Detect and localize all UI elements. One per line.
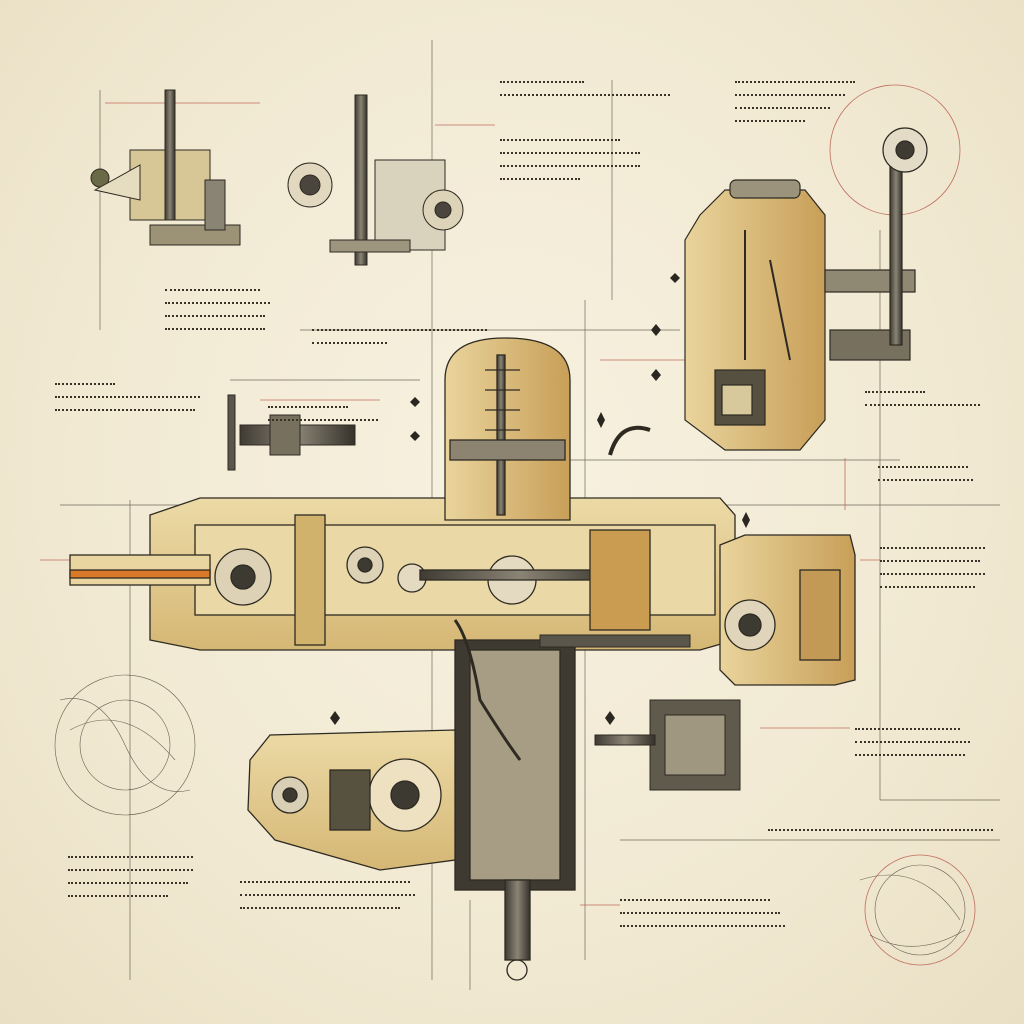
right-box-housing	[719, 534, 856, 686]
arc-sketch-right	[859, 864, 966, 956]
callout-right-lower	[880, 536, 990, 588]
callout-bottom-right	[620, 888, 790, 927]
callout-far-right-bottom	[768, 818, 998, 831]
callout-center-left	[268, 395, 388, 421]
main-frame	[69, 497, 736, 651]
callout-right-mid	[878, 455, 988, 481]
central-tower	[444, 337, 576, 981]
callout-right-bottom	[855, 717, 975, 756]
diamond-markers	[330, 273, 750, 725]
callout-bottom-left	[68, 845, 208, 897]
lower-right-actuator	[453, 619, 741, 791]
left-shaft-assembly	[227, 394, 356, 471]
callout-left-mid	[55, 372, 205, 411]
top-left-mechanism	[90, 89, 241, 246]
callout-top-center-a	[500, 70, 690, 96]
callout-bottom-center	[240, 870, 420, 909]
pipe-right	[539, 425, 691, 648]
callout-top-center-b	[500, 128, 650, 180]
lower-gearbox	[247, 729, 456, 871]
callout-top-right	[735, 70, 865, 122]
top-center-mechanism	[287, 94, 464, 266]
arc-sketch-left	[54, 674, 196, 816]
callout-upper-left	[165, 278, 275, 330]
callout-right-upper	[865, 380, 995, 406]
top-right-housing	[684, 127, 928, 451]
callout-center-strip	[312, 318, 492, 344]
